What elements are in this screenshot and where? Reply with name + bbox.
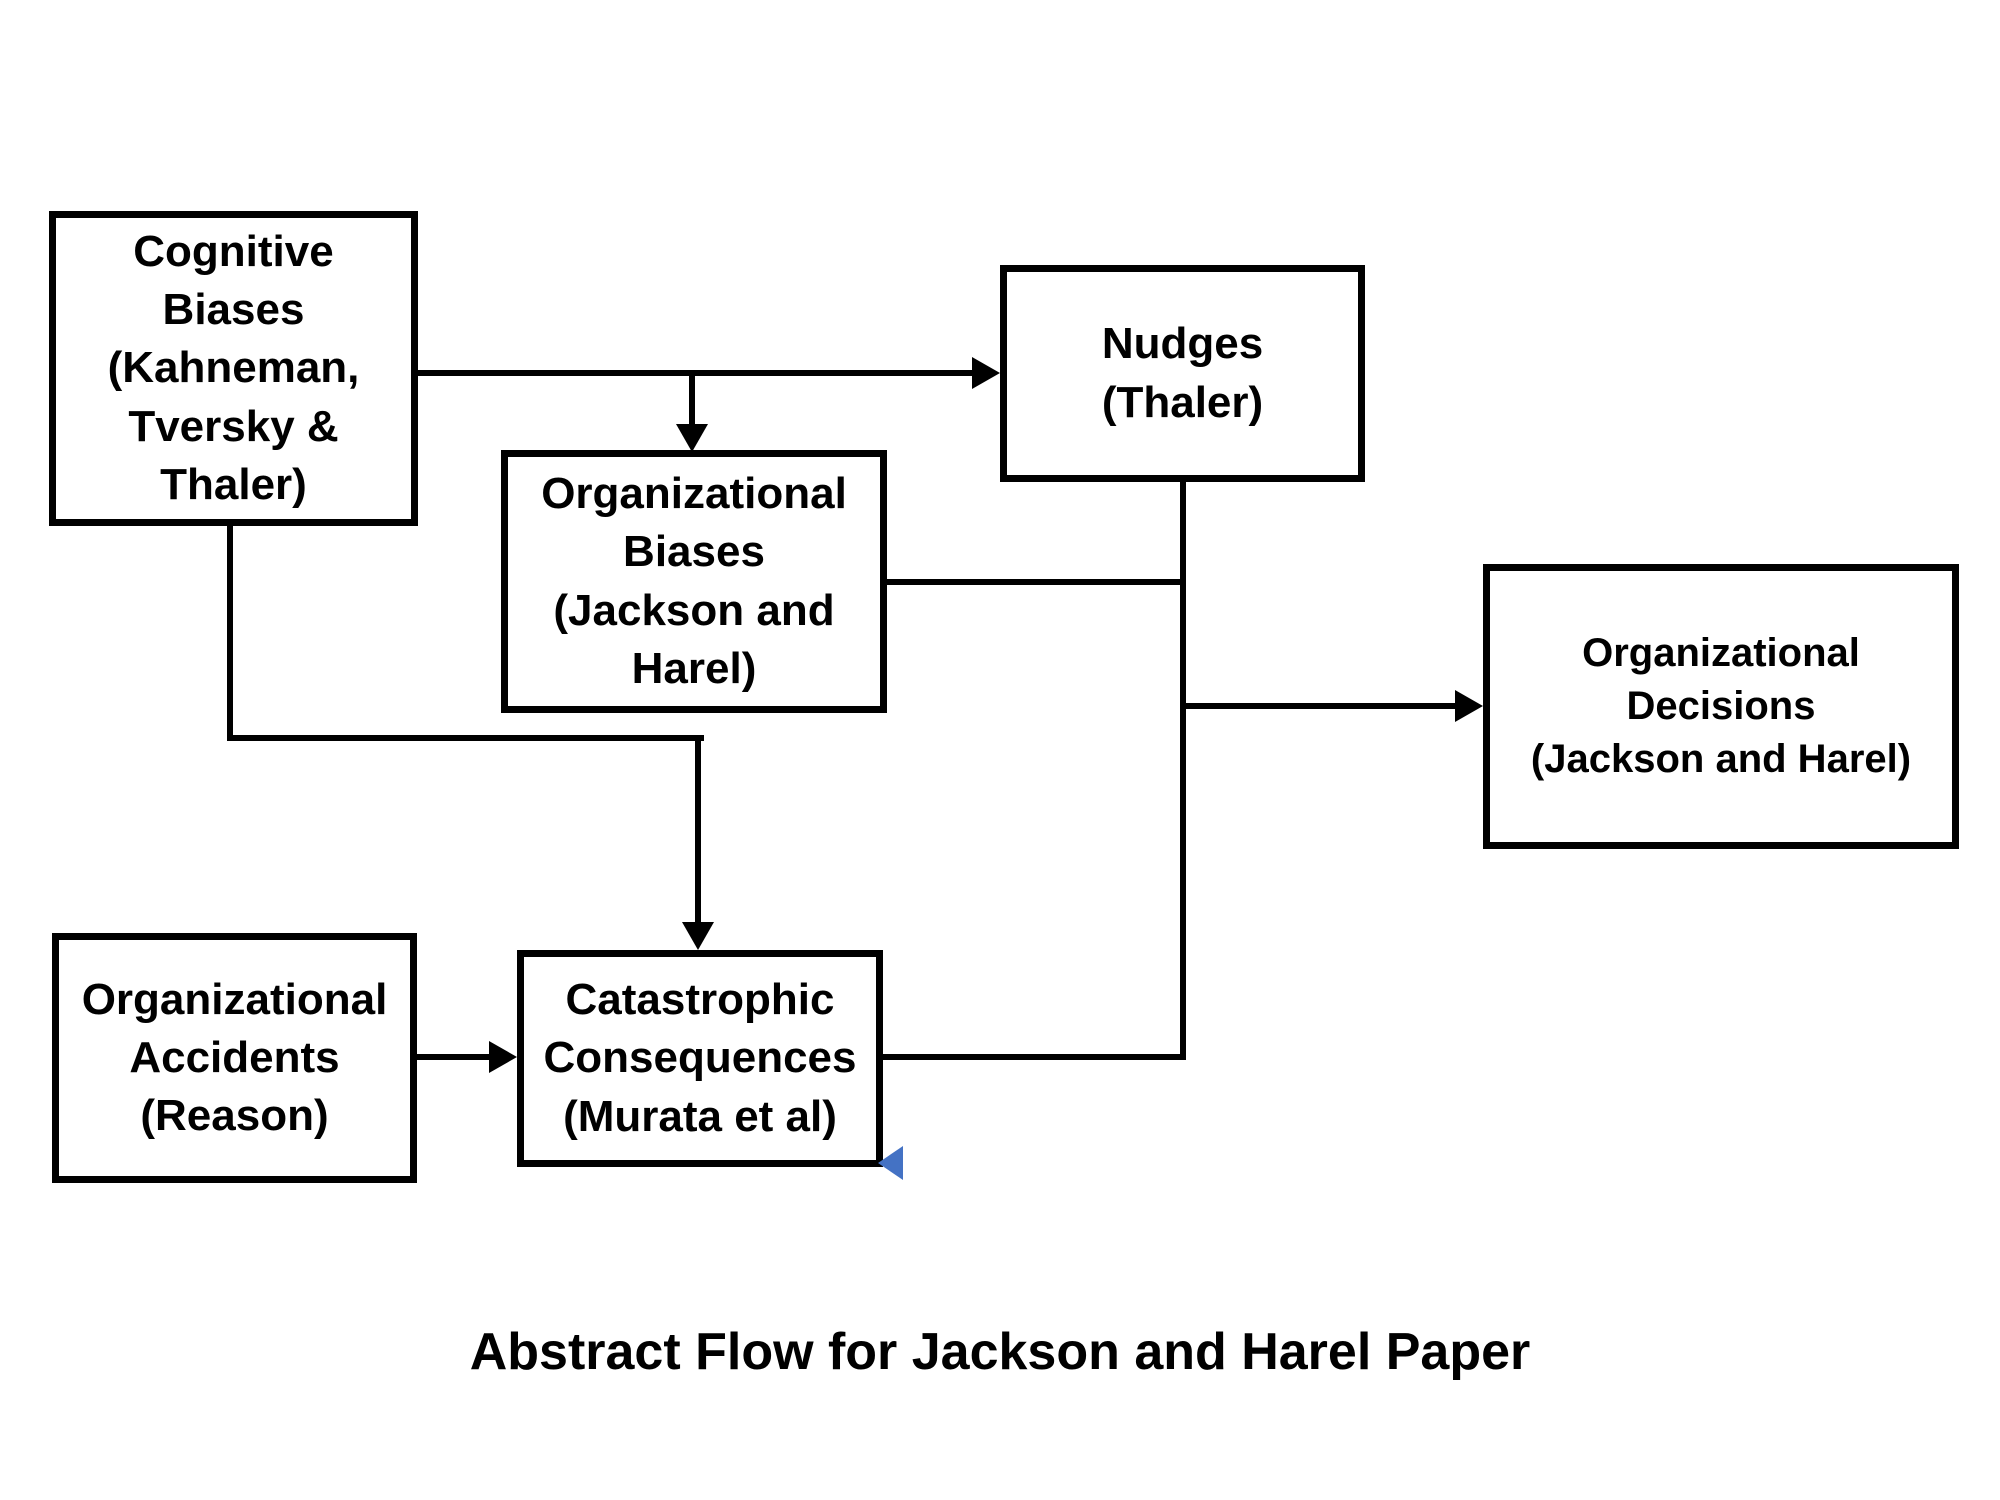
node-organizational-biases: Organizational Biases (Jackson and Harel… — [501, 450, 887, 713]
diagram-title: Abstract Flow for Jackson and Harel Pape… — [469, 1323, 1531, 1381]
edge-catastrophic-to-junction-line — [883, 1054, 1186, 1060]
node-organizational-accidents: Organizational Accidents (Reason) — [52, 933, 417, 1183]
pointer-cursor-icon — [878, 1146, 903, 1180]
edge-junction-to-orgdecisions-arrowhead-icon — [1455, 690, 1483, 722]
edge-cognitive-to-nudges-line — [418, 370, 974, 376]
edge-cognitive-to-nudges-arrowhead-icon — [972, 357, 1000, 389]
node-nudges: Nudges (Thaler) — [1000, 265, 1365, 482]
node-organizational-decisions: Organizational Decisions (Jackson and Ha… — [1483, 564, 1959, 849]
edge-orgbiases-to-junction-line — [887, 579, 1183, 585]
node-organizational-decisions-label: Organizational Decisions (Jackson and Ha… — [1530, 631, 1912, 781]
edge-orgaccidents-to-catastrophic-line — [417, 1054, 491, 1060]
node-cognitive-biases: Cognitive Biases (Kahneman, Tversky & Th… — [49, 211, 418, 526]
edge-cognitive-to-catastrophic-arrowhead-icon — [682, 922, 714, 950]
node-organizational-accidents-label: Organizational Accidents (Reason) — [81, 974, 388, 1141]
node-cognitive-biases-label: Cognitive Biases (Kahneman, Tversky & Th… — [107, 227, 360, 509]
edge-cognitive-to-orgbiases-line — [689, 373, 695, 424]
edge-cognitive-to-catastrophic-segment-down — [227, 523, 233, 741]
edge-orgaccidents-to-catastrophic-arrowhead-icon — [489, 1041, 517, 1073]
edge-junction-to-orgdecisions-line — [1183, 703, 1457, 709]
edge-cognitive-to-catastrophic-segment-drop — [695, 735, 701, 922]
node-catastrophic-consequences-label: Catastrophic Consequences (Murata et al) — [543, 975, 857, 1141]
node-nudges-label: Nudges (Thaler) — [1101, 319, 1264, 427]
node-catastrophic-consequences: Catastrophic Consequences (Murata et al) — [517, 950, 883, 1167]
edge-junction-vertical-trunk — [1180, 482, 1186, 1060]
edge-cognitive-to-orgbiases-arrowhead-icon — [676, 424, 708, 452]
edge-cognitive-to-catastrophic-segment-across — [227, 735, 704, 741]
node-organizational-biases-label: Organizational Biases (Jackson and Harel… — [541, 469, 847, 693]
